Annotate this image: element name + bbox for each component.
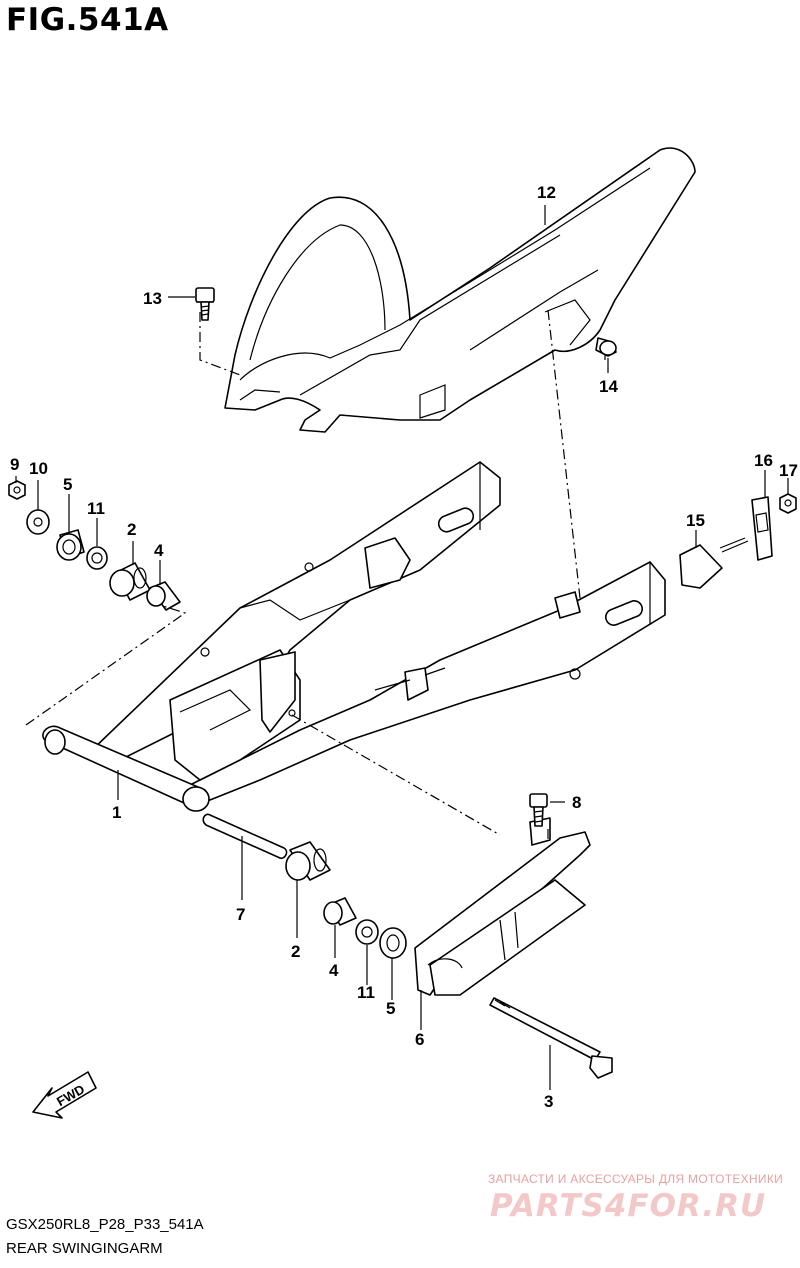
- bolt-part-8[interactable]: [529, 793, 548, 827]
- swingarm-part-1[interactable]: [42, 461, 666, 812]
- callout-11: 11: [87, 499, 105, 518]
- callout-15: 15: [686, 511, 705, 530]
- model-code-label: GSX250RL8_P28_P33_541A: [6, 1216, 204, 1233]
- bearing-part-2b[interactable]: [285, 841, 331, 881]
- callout-1: 1: [112, 803, 121, 822]
- callout-17: 17: [779, 461, 798, 480]
- washer-part-10[interactable]: [26, 509, 50, 535]
- dust-seal-part-5b[interactable]: [379, 927, 407, 959]
- dust-seal-part-5[interactable]: [56, 529, 85, 561]
- spacer-part-4b[interactable]: [323, 897, 357, 926]
- pivot-shaft-part-7[interactable]: [202, 813, 288, 860]
- callout-9: 9: [10, 455, 19, 474]
- callout-4: 4: [154, 541, 164, 560]
- fwd-direction-arrow: FWD: [32, 1071, 97, 1119]
- callout-2: 2: [127, 520, 136, 539]
- callout-13: 13: [143, 289, 162, 308]
- screw-part-14[interactable]: [595, 337, 617, 357]
- chain-guide-part-6[interactable]: [414, 817, 591, 996]
- callout-11b: 11: [357, 983, 375, 1002]
- callout-5: 5: [63, 475, 72, 494]
- callout-2b: 2: [291, 942, 300, 961]
- washer-part-11[interactable]: [86, 546, 108, 570]
- bearing-part-2[interactable]: [109, 562, 151, 601]
- adjuster-plate-part-16[interactable]: [751, 496, 773, 561]
- callout-16: 16: [754, 451, 773, 470]
- callout-12: 12: [537, 183, 556, 202]
- figure-title: FIG.541A: [6, 2, 169, 38]
- nut-part-17[interactable]: [779, 493, 797, 514]
- watermark-tagline: ЗАПЧАСТИ И АКСЕССУАРЫ ДЛЯ МОТОТЕХНИКИ: [488, 1172, 784, 1186]
- chain-adjuster-part-15[interactable]: [679, 537, 749, 589]
- spacer-part-4[interactable]: [146, 581, 181, 611]
- nut-part-9[interactable]: [8, 480, 26, 500]
- bolt-part-3[interactable]: [489, 997, 613, 1079]
- callout-8: 8: [572, 793, 581, 812]
- callout-14: 14: [599, 377, 618, 396]
- bolt-part-13[interactable]: [195, 287, 215, 321]
- callout-7: 7: [236, 905, 245, 924]
- callout-4b: 4: [329, 961, 339, 980]
- section-name-label: REAR SWINGINGARM: [6, 1240, 163, 1257]
- callout-10: 10: [29, 459, 48, 478]
- callout-3: 3: [544, 1092, 553, 1111]
- watermark-logo: PARTS4FOR.RU: [490, 1188, 767, 1224]
- callout-5b: 5: [386, 999, 395, 1018]
- callout-6: 6: [415, 1030, 424, 1049]
- chain-cover-part-12[interactable]: [224, 147, 696, 433]
- washer-part-11b[interactable]: [355, 919, 379, 945]
